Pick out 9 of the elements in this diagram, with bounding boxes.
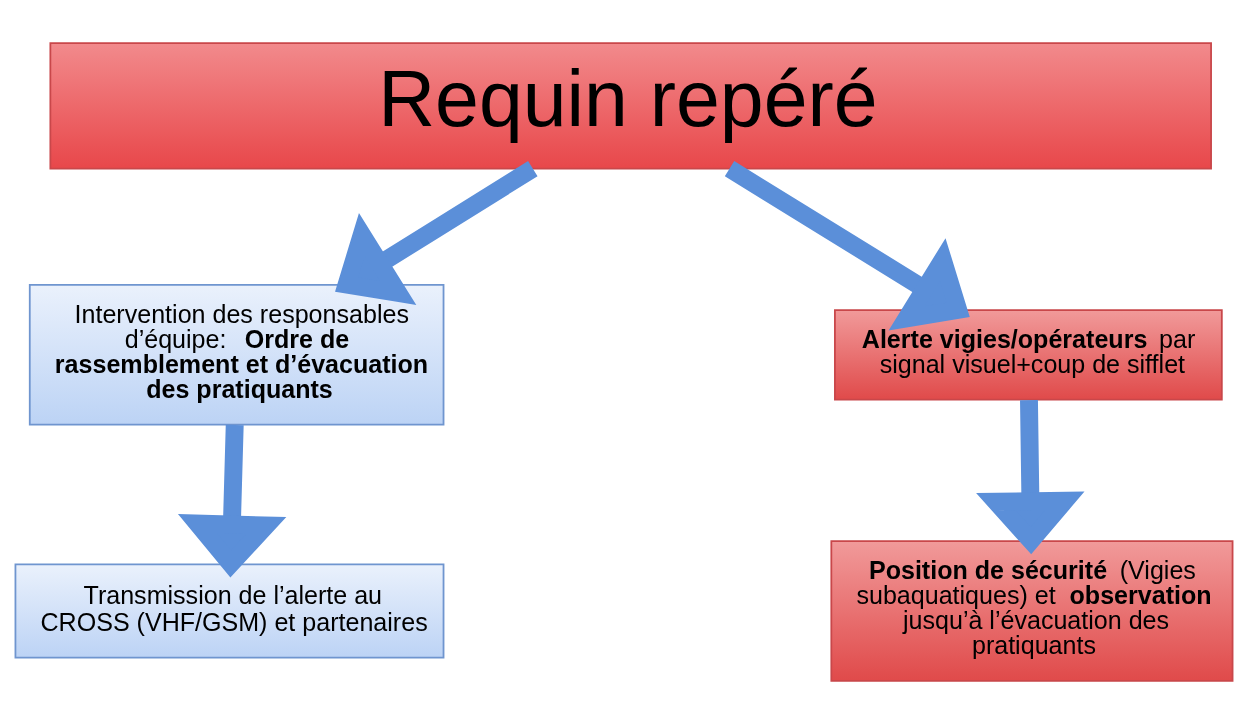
- node-box: Transmission de l’alerte au CROSS (VHF/GSM) et partenaires: [14, 563, 445, 658]
- arrow: [724, 160, 970, 330]
- node-box: Intervention des responsables d’équipe: Ordre de rassemblement et d’évacuation des pratiquants: [28, 283, 445, 426]
- arrow: [177, 424, 287, 577]
- arrow: [976, 399, 1085, 554]
- node-box: Alerte vigies/opérateurs par signal visuel+coup de sifflet: [834, 308, 1223, 400]
- arrow: [335, 160, 538, 305]
- node-box: Requin repéré: [49, 41, 1212, 169]
- node-box: Position de sécurité (Vigies subaquatiques) et observation jusqu’à l’évacuation des pratiquants: [830, 539, 1234, 682]
